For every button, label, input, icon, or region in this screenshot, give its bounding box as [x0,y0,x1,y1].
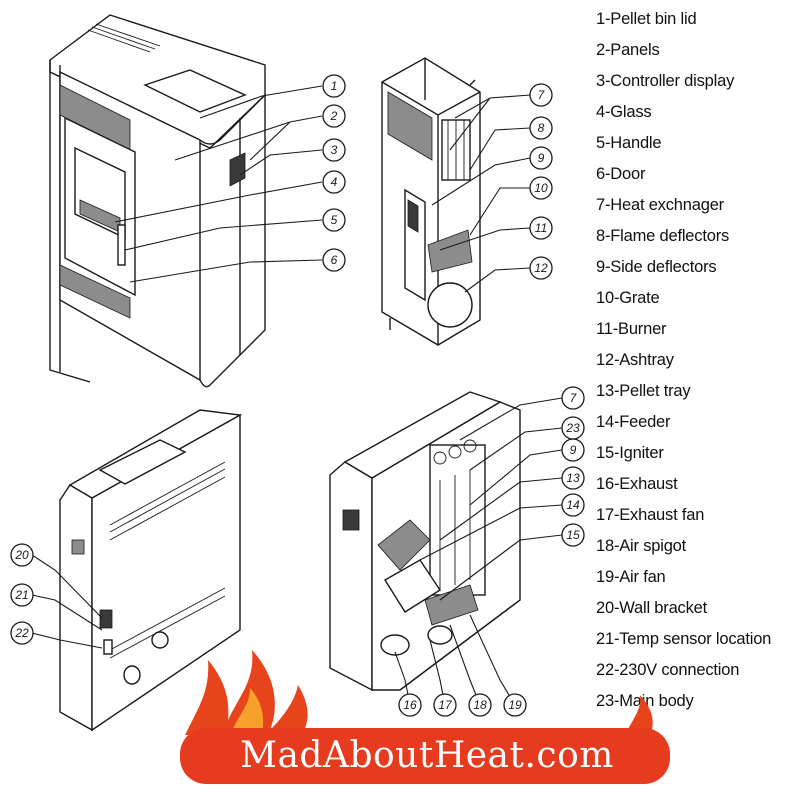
callout-2: 2 [322,104,346,128]
legend-item: 12-Ashtray [596,351,674,369]
legend-item: 20-Wall bracket [596,599,708,617]
section-view-leaders [431,94,531,293]
svg-text:17: 17 [438,698,453,712]
callout-7: 7 [529,83,553,107]
svg-text:14: 14 [566,498,580,512]
callout-21: 21 [10,583,34,607]
svg-text:6: 6 [331,253,338,267]
madaboutheat-logo [180,650,670,784]
parts-legend: 1-Pellet bin lid 2-Panels 3-Controller d… [596,4,800,717]
section-view-callouts: 7 8 9 10 11 12 [529,83,553,280]
legend-item: 15-Igniter [596,444,664,462]
callout-4: 4 [322,170,346,194]
rear-view-callouts: 20 21 22 [10,543,34,645]
callout-6: 6 [322,248,346,272]
callout-23: 23 [561,416,585,440]
legend-item: 18-Air spigot [596,537,687,555]
svg-text:16: 16 [403,698,417,712]
callout-open-7: 7 [561,386,585,410]
legend-item: 2-Panels [596,41,660,59]
svg-text:20: 20 [14,548,29,562]
legend-item: 8-Flame deflectors [596,227,730,245]
callout-14: 14 [561,493,585,517]
svg-text:23: 23 [565,421,580,435]
svg-text:2: 2 [330,109,338,123]
svg-text:4: 4 [331,175,338,189]
callout-16: 16 [398,693,422,717]
legend-item: 19-Air fan [596,568,666,586]
legend-item: 6-Door [596,165,646,183]
rear-view-drawing [59,409,243,732]
callout-12: 12 [529,256,553,280]
svg-text:8: 8 [538,121,545,135]
front-view-drawing [49,14,266,388]
legend-item: 9-Side deflectors [596,258,717,276]
callout-22: 22 [10,621,34,645]
svg-text:18: 18 [473,698,487,712]
svg-text:10: 10 [534,181,548,195]
callout-20: 20 [10,543,34,567]
svg-text:22: 22 [14,626,29,640]
legend-item: 17-Exhaust fan [596,506,705,524]
svg-text:13: 13 [566,471,580,485]
svg-text:15: 15 [566,528,580,542]
callout-19: 19 [503,693,527,717]
logo-banner [180,728,670,784]
callout-10: 10 [529,176,553,200]
logo-text: MadAboutHeat.com [240,735,614,776]
svg-text:9: 9 [570,443,577,457]
callout-9: 9 [529,146,553,170]
legend-item: 11-Burner [596,320,667,338]
callout-1: 1 [322,74,346,98]
svg-text:7: 7 [538,88,546,102]
callout-17: 17 [433,693,457,717]
svg-text:1: 1 [331,79,338,93]
open-view-drawing [329,391,521,692]
svg-text:5: 5 [331,213,338,227]
svg-text:7: 7 [570,391,578,405]
svg-text:21: 21 [14,588,28,602]
legend-item: 7-Heat exchnager [596,196,724,214]
legend-item: 22-230V connection [596,661,740,679]
legend-item: 21-Temp sensor location [596,630,772,648]
legend-item: 13-Pellet tray [596,382,691,400]
legend-item: 4-Glass [596,103,652,121]
legend-item: 1-Pellet bin lid [596,10,697,28]
svg-text:11: 11 [535,221,547,235]
section-view-drawing [381,57,481,346]
rear-view-leaders [31,554,103,649]
svg-text:19: 19 [508,698,522,712]
callout-13: 13 [561,466,585,490]
callout-open-9: 9 [561,438,585,462]
legend-item: 16-Exhaust [596,475,678,493]
flame-icon [185,650,653,735]
svg-text:12: 12 [534,261,548,275]
svg-text:3: 3 [331,143,338,157]
legend-item: 5-Handle [596,134,662,152]
callout-18: 18 [468,693,492,717]
callout-8: 8 [529,116,553,140]
svg-text:9: 9 [538,151,545,165]
callout-3: 3 [322,138,346,162]
legend-item: 10-Grate [596,289,660,307]
front-view-leaders [114,85,323,283]
front-view-callouts: 1 2 3 4 5 6 [322,74,346,272]
callout-5: 5 [322,208,346,232]
callout-11: 11 [529,216,553,240]
legend-item: 3-Controller display [596,72,735,90]
callout-15: 15 [561,523,585,547]
legend-item: 14-Feeder [596,413,671,431]
open-view-callouts: 7 23 9 13 14 15 16 17 18 19 [398,386,585,717]
